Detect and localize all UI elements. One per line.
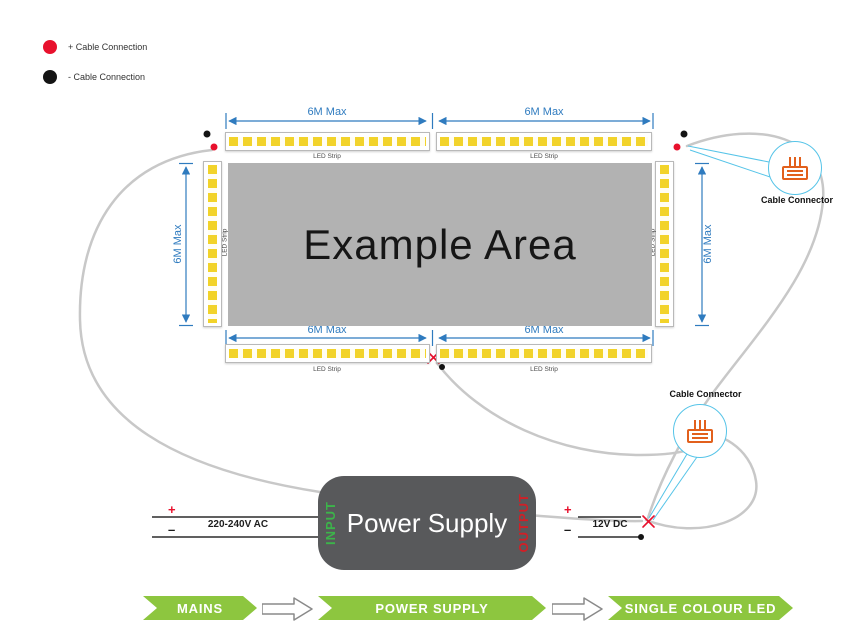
led-squares xyxy=(229,349,426,358)
cable-connector-icon xyxy=(782,156,808,180)
power-supply-title: Power Supply xyxy=(346,507,508,538)
cable-connector-label-bottom: Cable Connector xyxy=(669,389,742,399)
flow-step-power-supply: POWER SUPPLY xyxy=(318,596,546,620)
flow-step-single-colour-led: SINGLE COLOUR LED xyxy=(608,596,793,620)
led-strip-right xyxy=(655,161,674,327)
dim-label-left: 6M Max xyxy=(172,224,184,264)
led-strip-caption: LED Strip xyxy=(313,366,341,373)
dc-plus-sign: + xyxy=(564,502,572,517)
flow-step-label: SINGLE COLOUR LED xyxy=(624,600,777,616)
output-text: OUTPUT xyxy=(516,493,531,553)
flow-arrow-icon xyxy=(262,597,313,621)
led-squares xyxy=(208,165,217,323)
led-squares xyxy=(229,137,426,146)
power-supply-box: INPUT Power Supply OUTPUT xyxy=(318,476,536,570)
led-squares xyxy=(440,137,648,146)
dim-label-bottom-left: 6M Max xyxy=(307,324,347,336)
mains-plus-sign: + xyxy=(168,502,176,517)
legend-positive-label: + Cable Connection xyxy=(68,42,148,52)
legend-negative: - Cable Connection xyxy=(43,70,145,84)
example-area: Example Area xyxy=(228,163,652,326)
legend-positive: + Cable Connection xyxy=(43,40,147,54)
dim-label-bottom-right: 6M Max xyxy=(524,324,564,336)
cable-connector-label-top: Cable Connector xyxy=(760,195,833,205)
led-squares xyxy=(660,165,669,323)
dc-voltage-label: 12V DC xyxy=(592,519,628,530)
mains-voltage-label: 220-240V AC xyxy=(207,519,269,530)
dc-minus-sign: – xyxy=(564,522,572,537)
legend-negative-label: - Cable Connection xyxy=(68,72,146,82)
led-strip-top-right xyxy=(436,132,652,151)
led-strip-caption: LED Strip xyxy=(530,153,558,160)
positive-dot-icon xyxy=(43,40,57,54)
flow-step-label: POWER SUPPLY xyxy=(375,600,489,616)
dim-label-top-left: 6M Max xyxy=(307,106,347,118)
flow-step-mains: MAINS xyxy=(143,596,257,620)
flow-step-label: MAINS xyxy=(177,600,223,616)
connector-body xyxy=(782,165,808,180)
connector-wires xyxy=(789,156,801,166)
flow-arrow-icon xyxy=(552,597,603,621)
led-squares xyxy=(440,349,648,358)
cable-connector-callout-top xyxy=(768,141,822,195)
dim-label-top-right: 6M Max xyxy=(524,106,564,118)
cable-connector-icon xyxy=(687,419,713,443)
led-strip-top-left xyxy=(225,132,430,151)
connector-body xyxy=(687,428,713,443)
led-strip-left xyxy=(203,161,222,327)
led-strip-bottom-right xyxy=(436,344,652,363)
negative-dot-icon xyxy=(43,70,57,84)
cable-connector-callout-bottom xyxy=(673,404,727,458)
connector-wires xyxy=(694,419,706,429)
dim-label-right: 6M Max xyxy=(702,224,714,264)
led-strip-bottom-left xyxy=(225,344,430,363)
led-strip-caption: LED Strip xyxy=(530,366,558,373)
led-strip-caption: LED Strip xyxy=(313,153,341,160)
mains-minus-sign: – xyxy=(168,522,176,537)
input-text: INPUT xyxy=(323,501,338,545)
power-supply-output-label: OUTPUT xyxy=(516,476,531,570)
power-supply-input-label: INPUT xyxy=(323,476,338,570)
example-area-label: Example Area xyxy=(303,220,577,268)
